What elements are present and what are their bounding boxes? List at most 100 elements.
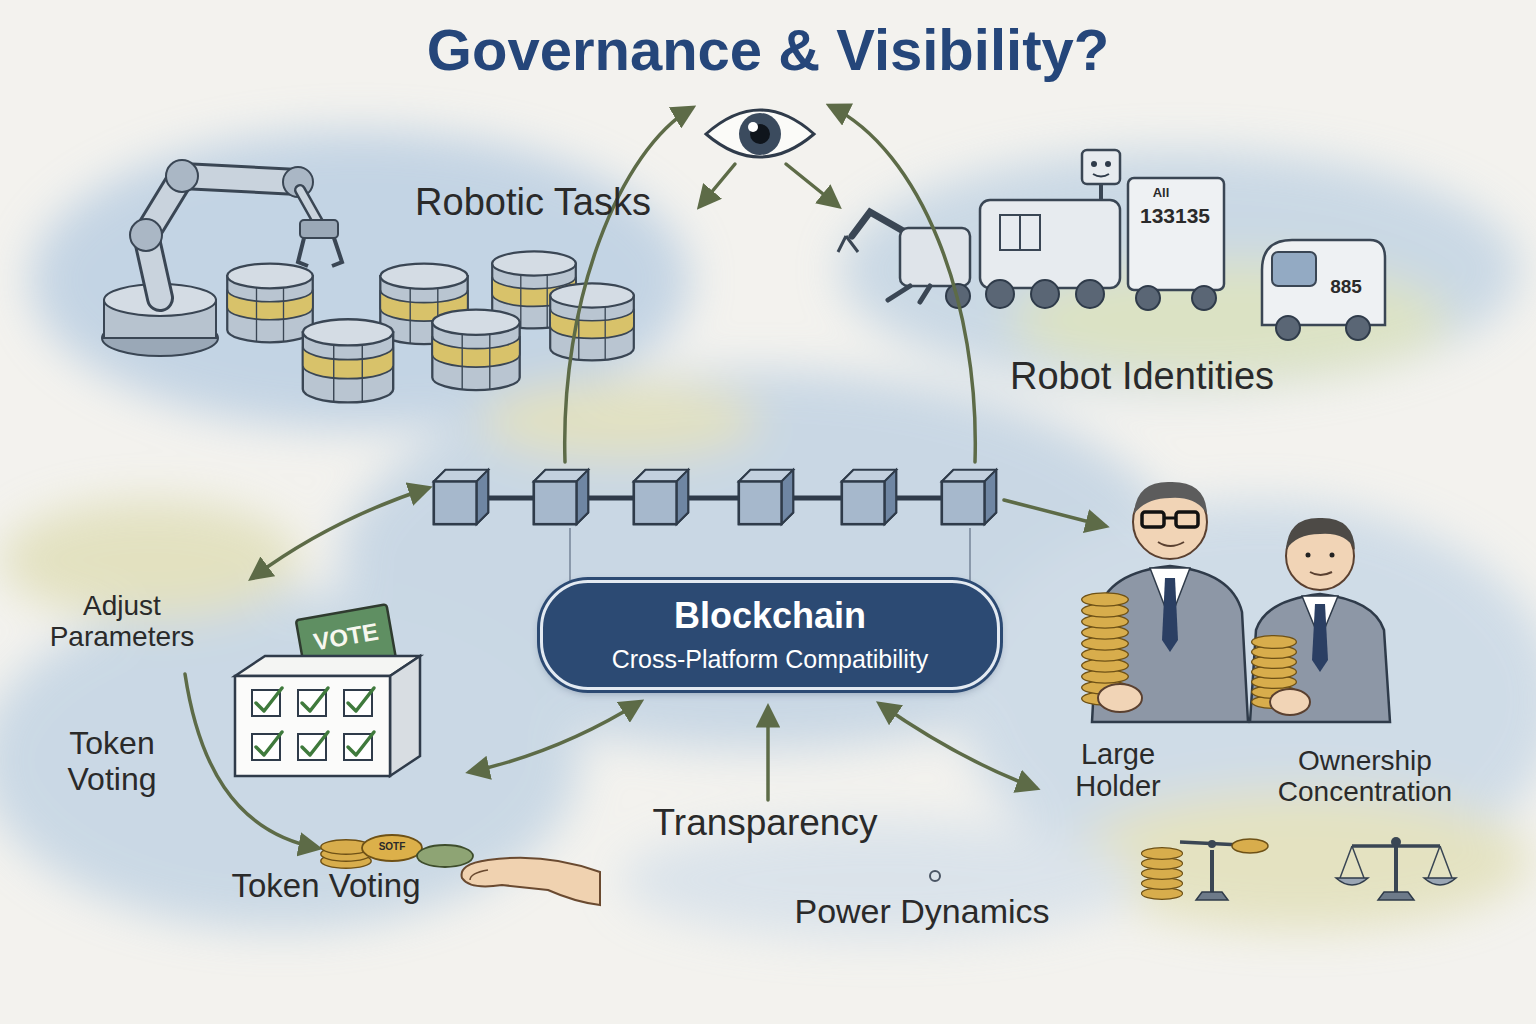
- task-cylinders: [227, 264, 313, 343]
- robot-fleet: [1099, 184, 1103, 200]
- watercolor-wash: [840, 150, 1520, 390]
- block-chain: [434, 470, 996, 588]
- eye-symbol: [706, 110, 814, 157]
- block-chain: [842, 470, 896, 524]
- coins-and-hand: [417, 845, 473, 867]
- business-person: [1306, 553, 1311, 558]
- robot-arm: [300, 190, 318, 222]
- coins-and-hand: [462, 858, 600, 905]
- robot-fleet: [1093, 174, 1109, 177]
- balance-scale: [1141, 848, 1182, 860]
- business-person: [1250, 518, 1390, 722]
- arrow: [786, 164, 838, 206]
- block-chain: [739, 470, 793, 524]
- robot-id-number: 133135: [1140, 204, 1210, 228]
- watercolor-wash: [1070, 790, 1530, 930]
- eye-symbol: [706, 110, 814, 157]
- coin-text: SOTF: [379, 841, 406, 852]
- business-person: [1098, 684, 1142, 712]
- business-person: [1286, 518, 1355, 550]
- ballot-box: [256, 688, 374, 755]
- business-person: [1082, 482, 1248, 722]
- section-label: Power Dynamics: [794, 892, 1049, 930]
- section-label: Transparency: [653, 802, 878, 843]
- balance-scale: [1210, 850, 1214, 898]
- business-person: [1158, 542, 1184, 546]
- node-subtitle: Cross-Platform Compatibility: [612, 644, 929, 675]
- robot-fleet: [1091, 161, 1097, 167]
- business-person: [1270, 689, 1310, 715]
- robot-fleet: [1136, 286, 1160, 310]
- balance-scale: [1391, 837, 1401, 847]
- arrow: [830, 106, 975, 462]
- ballot-box: [235, 676, 390, 776]
- balance-scale: [1232, 839, 1268, 853]
- robot-fleet: [980, 200, 1120, 288]
- balance-scale: [1208, 840, 1216, 848]
- task-cylinders: [432, 310, 519, 391]
- balance-scale: [1336, 878, 1368, 885]
- ballot-box: [302, 732, 328, 755]
- node-heading: Blockchain: [674, 593, 866, 638]
- task-cylinders: [303, 319, 393, 402]
- robot-arm: [300, 220, 338, 238]
- ballot-box: [348, 688, 374, 711]
- ballot-box: [348, 732, 374, 755]
- business-person: [1082, 593, 1129, 606]
- robot-fleet: [1346, 316, 1370, 340]
- robot-arm: [300, 190, 318, 222]
- robot-arm: [332, 238, 342, 266]
- task-cylinders: [550, 283, 634, 360]
- robot-fleet: [1128, 178, 1224, 290]
- robot-fleet: [1262, 240, 1385, 325]
- block-chain: [942, 470, 996, 524]
- business-person: [1312, 604, 1328, 672]
- robot-fleet: [1192, 286, 1216, 310]
- block-chain: [634, 470, 688, 524]
- section-label: Token Voting: [232, 868, 421, 905]
- balance-scale: [1378, 892, 1414, 900]
- section-label: Adjust Parameters: [32, 590, 212, 653]
- eye-symbol: [739, 113, 781, 155]
- watercolor-wash: [480, 380, 760, 460]
- robot-fleet: [1105, 161, 1111, 167]
- arrow: [470, 702, 640, 772]
- robot-fleet: [986, 280, 1014, 308]
- coins-and-hand: [362, 835, 422, 861]
- robot-id-text: All: [1153, 186, 1170, 201]
- business-person: [1162, 578, 1178, 652]
- arrow: [252, 488, 428, 578]
- block-chain: [969, 528, 971, 588]
- robot-fleet: [888, 286, 930, 302]
- robot-fleet: [1272, 252, 1316, 286]
- ballot-box: [390, 656, 420, 776]
- diagram-title: Governance & Visibility?: [427, 16, 1109, 83]
- business-person: [1176, 512, 1198, 527]
- robot-fleet: [838, 150, 1385, 340]
- robot-arm: [130, 219, 162, 251]
- business-person: [1134, 482, 1207, 514]
- robot-fleet: [852, 212, 905, 236]
- section-label: Robotic Tasks: [415, 181, 651, 224]
- arrow: [565, 108, 692, 462]
- section-label: Ownership Concentration: [1230, 745, 1500, 808]
- robot-fleet: [1031, 280, 1059, 308]
- watercolor-wash: [0, 130, 1536, 940]
- arrow: [1004, 500, 1105, 526]
- task-cylinders: [227, 251, 634, 402]
- ballot-box: [235, 604, 420, 776]
- business-person: [1164, 517, 1176, 520]
- block-chain: [534, 470, 588, 524]
- block-chain: [434, 470, 488, 524]
- ballot-box: [302, 688, 328, 711]
- balance-scale: [1340, 846, 1452, 878]
- section-label: Large Holder: [1048, 738, 1188, 803]
- balance-scale: [930, 871, 940, 881]
- balance-scale: [930, 837, 1456, 900]
- business-person: [1252, 636, 1297, 649]
- business-person: [1142, 512, 1164, 527]
- balance-scale: [1196, 892, 1228, 900]
